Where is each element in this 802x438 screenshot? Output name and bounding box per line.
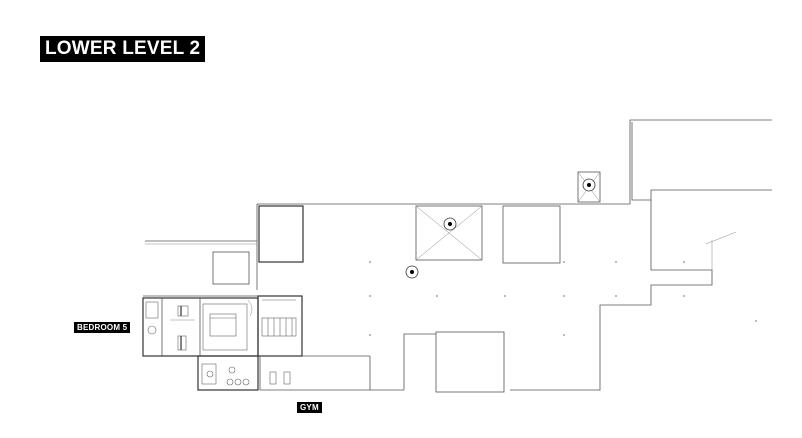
room-label-bedroom: BEDROOM 5	[74, 322, 131, 333]
room-label-gym: GYM	[297, 402, 322, 413]
gym-area	[197, 355, 291, 391]
plan-title: LOWER LEVEL 2	[40, 36, 206, 62]
skylight-marker-icon	[405, 178, 596, 279]
outer-wall-outline	[256, 119, 772, 391]
bedroom-suite	[142, 295, 259, 357]
balcony-line	[145, 240, 257, 245]
stair-core	[257, 295, 303, 357]
room-outlines	[212, 171, 601, 393]
column-grid	[369, 261, 757, 336]
